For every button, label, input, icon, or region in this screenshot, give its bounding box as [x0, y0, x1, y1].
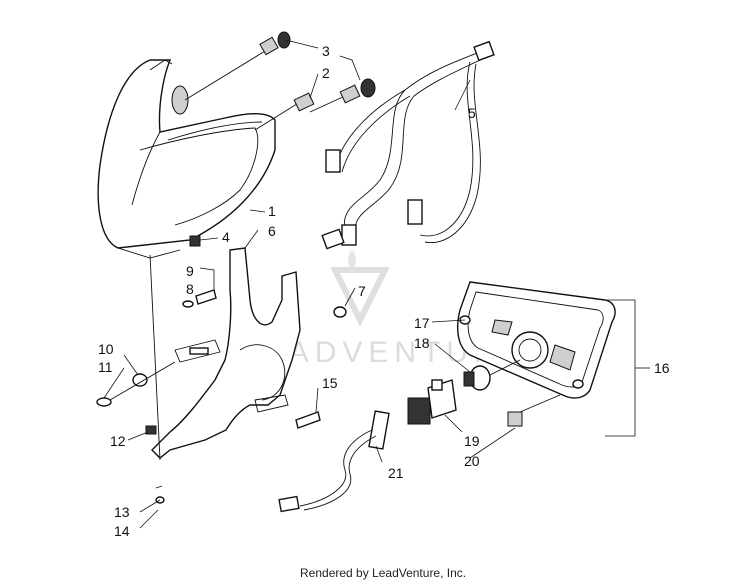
callout-12: 12 [110, 433, 126, 449]
callout-3: 3 [322, 43, 330, 59]
callout-18: 18 [414, 335, 430, 351]
callout-21: 21 [388, 465, 404, 481]
callout-8: 8 [186, 281, 194, 297]
callout-6: 6 [268, 223, 276, 239]
wiring-harness [321, 40, 495, 250]
headlight-housing [97, 59, 276, 259]
callout-17: 17 [414, 315, 430, 331]
callout-4: 4 [222, 229, 230, 245]
callout-16: 16 [654, 360, 670, 376]
callout-5: 5 [468, 105, 476, 121]
mounting-bracket [149, 247, 301, 461]
tail-bulb-and-socket [407, 359, 561, 427]
callout-15: 15 [322, 375, 338, 391]
callout-20: 20 [464, 453, 480, 469]
callout-13: 13 [114, 504, 130, 520]
hardware [96, 235, 347, 504]
callout-19: 19 [464, 433, 480, 449]
tail-light-assembly [457, 281, 616, 399]
callout-labels: 3 2 5 1 4 6 7 9 8 10 11 12 13 14 15 16 1… [98, 43, 670, 539]
bulb-part-3 [184, 31, 291, 101]
callout-11: 11 [98, 359, 113, 375]
callout-7: 7 [358, 283, 366, 299]
callout-9: 9 [186, 263, 194, 279]
callout-2: 2 [322, 65, 330, 81]
callout-14: 14 [114, 523, 130, 539]
pigtail-harness [278, 410, 390, 513]
leader-lines [103, 39, 650, 529]
callout-1: 1 [268, 203, 276, 219]
callout-10: 10 [98, 341, 114, 357]
footer-credit: Rendered by LeadVenture, Inc. [300, 566, 466, 580]
bulb-part-2 [254, 78, 376, 131]
